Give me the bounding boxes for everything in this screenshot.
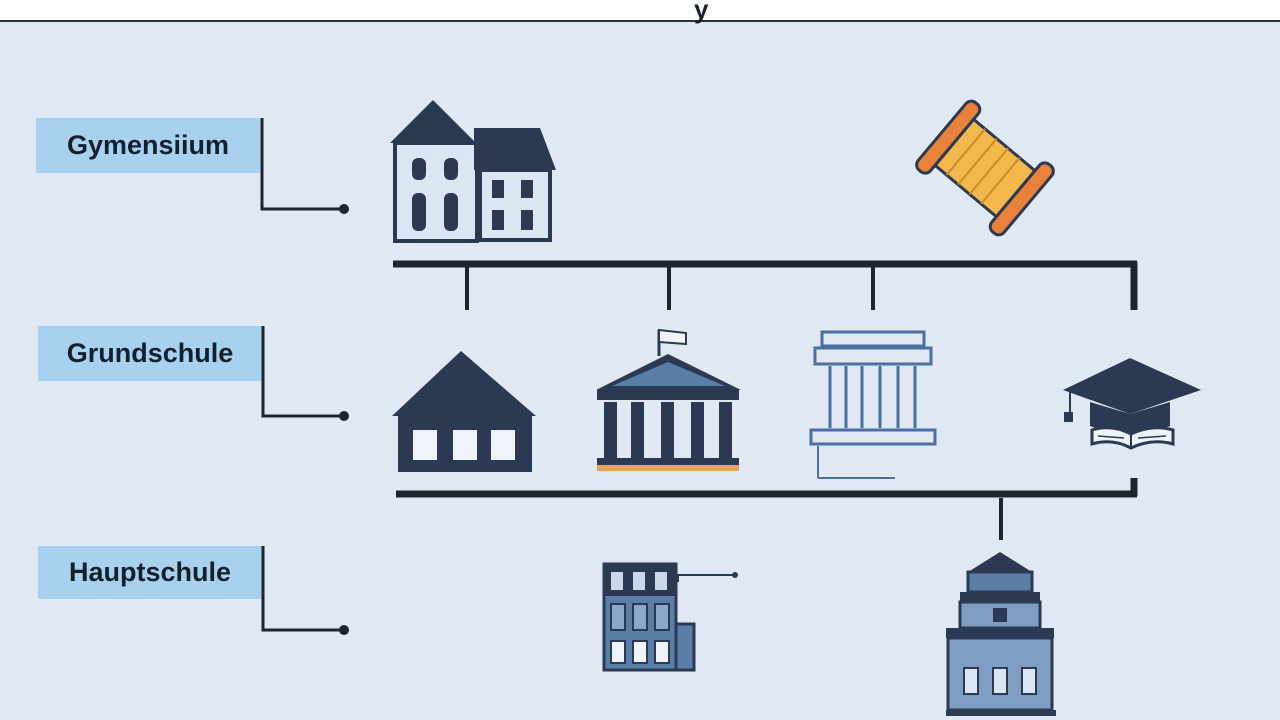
upper-branch-line	[393, 260, 1138, 310]
level-label-grundschule: Grundschule	[38, 326, 262, 381]
label-connector-grundschule	[261, 326, 349, 421]
classical-building-flag-icon	[596, 328, 741, 471]
level-label-hauptschule: Hauptschule	[38, 546, 262, 599]
tiered-tower-building-icon	[946, 552, 1056, 716]
title-fragment: y	[694, 0, 709, 24]
graduation-cap-book-icon	[1063, 358, 1201, 450]
upper-branch-drops	[465, 266, 875, 310]
top-header-band: y	[0, 0, 1280, 24]
house-icon	[392, 351, 536, 472]
label-connector-hauptschule	[261, 546, 349, 635]
thread-spool-icon	[915, 99, 1055, 237]
level-label-gymnasium: Gymensiium	[36, 118, 260, 173]
lower-branch-line	[396, 478, 1138, 498]
school-building-icon	[390, 100, 556, 243]
apartment-building-icon	[602, 562, 738, 672]
label-connector-gymnasium	[260, 118, 349, 214]
columned-building-icon	[809, 330, 937, 479]
